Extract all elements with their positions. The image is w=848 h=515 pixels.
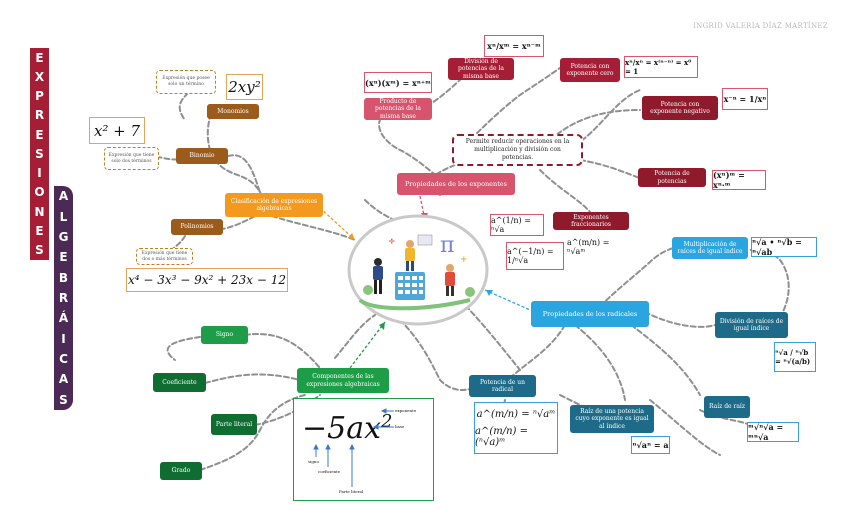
frac-formula-2: a^(−1/n) = 1/ⁿ√a	[506, 242, 564, 270]
title-letter: C	[59, 352, 68, 367]
title-letter: O	[34, 185, 45, 200]
raiz-de-raiz-node: Raíz de raíz	[704, 396, 750, 418]
signo-node: Signo	[201, 326, 248, 344]
raiz-potencia-node: Raíz de una potencia cuyo exponente es i…	[570, 405, 654, 433]
producto-formula: (xⁿ)(xᵐ) = xⁿ⁺ᵐ	[364, 72, 432, 93]
division-node: División de potencias de la misma base	[448, 58, 514, 80]
title-letter: E	[35, 224, 44, 239]
frac-formula-1: a^(1/n) = ⁿ√a	[490, 214, 544, 236]
grado-node: Grado	[160, 462, 202, 480]
parte-literal-node: Parte literal	[211, 414, 257, 435]
title-letter: L	[59, 209, 68, 224]
title-letter: I	[37, 166, 42, 181]
title-letter: E	[59, 250, 68, 265]
radicals-title: Propiedades de los radicales	[531, 301, 649, 327]
negativo-node: Potencia con exponente negativo	[642, 96, 718, 120]
potencias-node: Potencia de potencias	[638, 168, 706, 187]
title-letter: E	[35, 127, 44, 142]
components-example-box: −5ax2 exponente base signo coeficiente P…	[293, 398, 434, 501]
svg-text:÷: ÷	[388, 237, 396, 247]
polinomio-note: Expresión que tiene dos o más términos	[136, 248, 193, 265]
exponents-title: Propiedades de los exponentes	[397, 173, 515, 195]
monomio-example: 2xy²	[226, 74, 263, 100]
exponents-note: Permite reducir operaciones en la multip…	[452, 134, 583, 166]
author-name: INGRID VALERIA DÍAZ MARTÍNEZ	[693, 22, 828, 30]
potencias-formula: (xⁿ)ᵐ = xⁿ·ᵐ	[712, 170, 766, 190]
title-letter: X	[34, 69, 45, 84]
negativo-formula: x⁻ⁿ = 1/xⁿ	[722, 88, 768, 110]
svg-text:+: +	[460, 255, 468, 265]
title-letter: R	[58, 290, 69, 305]
title-letter: A	[58, 372, 69, 387]
example-exponent: 2	[381, 411, 393, 432]
cero-formula: xⁿ/xⁿ = x⁽ⁿ⁻ⁿ⁾ = x⁰ = 1	[624, 56, 698, 78]
title-letter: Á	[58, 311, 69, 326]
raiz-de-raiz-formula: ᵐ√ⁿ√a = ᵐⁿ√a	[747, 422, 799, 442]
frac-formula-3: a^(m/n) = ⁿ√aᵐ	[566, 236, 618, 258]
label-base: base	[395, 424, 405, 429]
monomio-node: Monomios	[207, 104, 259, 119]
label-parte-literal: Parte literal	[339, 489, 364, 494]
binomio-example: x² + 7	[89, 117, 145, 144]
multiplicacion-formula: ⁿ√a • ⁿ√b = ⁿ√ab	[751, 237, 817, 257]
svg-text:π: π	[440, 233, 454, 258]
title-letter: I	[61, 331, 66, 346]
potencia-radical-formulas: a^(m/n) = ⁿ√aᵐ a^(m/n) = (ⁿ√a)ᵐ	[474, 402, 558, 454]
binomio-note: Expresión que tiene solo dos términos	[104, 147, 159, 170]
center-illustration: π ÷ +	[358, 233, 475, 311]
example-sign: −	[302, 411, 328, 446]
polinomio-node: Polinomios	[171, 219, 223, 235]
example-coef: 5	[327, 411, 347, 446]
label-signo: signo	[308, 459, 319, 464]
coeficiente-node: Coeficiente	[153, 373, 206, 392]
division-formula: xⁿ/xᵐ = xⁿ⁻ᵐ	[484, 35, 544, 57]
title-letter: G	[58, 229, 69, 244]
title-letter: N	[34, 204, 45, 219]
binomio-node: Binomio	[176, 148, 228, 164]
title-letter: S	[35, 146, 44, 161]
title-letter: E	[35, 50, 44, 65]
raiz-potencia-formula: ⁿ√aⁿ = a	[631, 436, 670, 454]
potencia-formula-1: a^(m/n) = ⁿ√aᵐ	[476, 408, 556, 420]
potencia-radical-node: Potencia de un radical	[469, 375, 536, 397]
potencia-formula-2: a^(m/n) = (ⁿ√a)ᵐ	[475, 425, 528, 448]
label-exponente: exponente	[395, 408, 417, 413]
division-radicals-node: División de raíces de igual índice	[715, 312, 788, 338]
example-literal: ax	[346, 411, 382, 446]
producto-node: Producto de potencias de la misma base	[364, 98, 432, 120]
label-coeficiente: coeficiente	[318, 469, 341, 474]
title-letter: S	[35, 243, 44, 258]
cero-node: Potencia con exponente cero	[560, 58, 620, 82]
title-letter: P	[35, 89, 44, 104]
polinomio-example: x⁴ − 3x³ − 9x² + 23x − 12	[126, 268, 288, 292]
fraccionarios-node: Exponentes fraccionarios	[553, 212, 629, 230]
title-letter: S	[59, 392, 68, 407]
components-title: Componentes de las expresiones algebraic…	[297, 368, 389, 393]
title-letter: R	[34, 108, 45, 123]
multiplicacion-node: Multiplicación de raíces de igual índice	[672, 237, 748, 259]
monomio-note: Expresión que posee solo un término	[156, 70, 216, 94]
title-letter: A	[58, 189, 69, 204]
example-arrows	[313, 408, 394, 487]
classification-title: Clasificación de expresiones algebraicas	[225, 193, 323, 217]
division-radicals-formula: ⁿ√a / ⁿ√b = ⁿ√(a/b)	[774, 342, 816, 372]
title-letter: B	[58, 270, 69, 285]
